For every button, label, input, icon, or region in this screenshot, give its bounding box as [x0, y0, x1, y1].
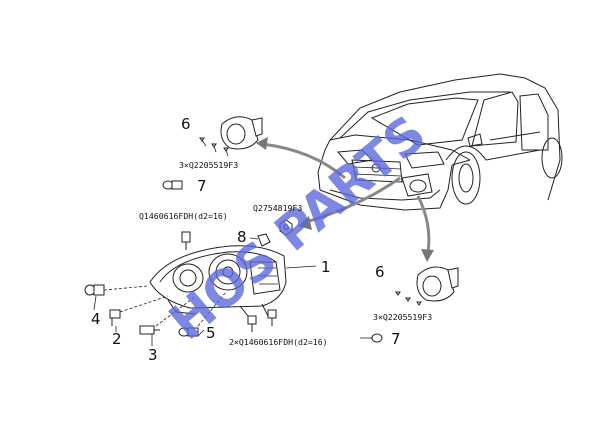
- nut-icon: [279, 219, 293, 236]
- bolt-bottom-1: [247, 315, 257, 332]
- bolt-bottom-2: [267, 309, 277, 326]
- fog-lamp-top: [201, 116, 263, 157]
- callout-7-bottom: 7: [391, 330, 401, 348]
- bulb-3: [139, 295, 197, 335]
- fog-screws-top-code: 3×Q2205519F3: [179, 160, 238, 170]
- vehicle-illustration: [317, 73, 563, 211]
- bulb-5: [178, 291, 227, 337]
- headlamp-assembly: [149, 245, 287, 317]
- callout-4: 4: [91, 310, 101, 328]
- fog-lamp-bottom: [416, 266, 459, 302]
- bolt-top-code: Q1460616FDH(d2=16): [139, 211, 228, 221]
- nut-code: Q2754819F3: [253, 203, 302, 213]
- callout-5: 5: [206, 324, 216, 342]
- bolt-top: [181, 231, 191, 250]
- fog-screws-bottom-code: 3×Q2205519F3: [373, 312, 432, 322]
- bulb-7-bottom: [360, 333, 383, 343]
- bulb-7-top: [162, 180, 183, 190]
- callout-1: 1: [321, 258, 331, 276]
- callout-8: 8: [237, 228, 247, 246]
- leader-lines: [93, 237, 317, 346]
- part-8-clip: [257, 233, 271, 247]
- fog-screw-icon-top: [199, 137, 229, 152]
- bulb-4: [84, 284, 149, 296]
- callout-2: 2: [112, 330, 122, 348]
- arrows: [256, 137, 434, 262]
- callout-6-top: 6: [181, 115, 191, 133]
- callout-3: 3: [148, 346, 158, 364]
- bulb-2: [109, 295, 169, 326]
- callout-6-bottom: 6: [375, 263, 385, 281]
- fog-screw-icon-bottom: [395, 291, 422, 306]
- callout-7-top: 7: [197, 177, 207, 195]
- bolts-bottom-code: 2×Q1460616FDH(d2=16): [229, 337, 328, 347]
